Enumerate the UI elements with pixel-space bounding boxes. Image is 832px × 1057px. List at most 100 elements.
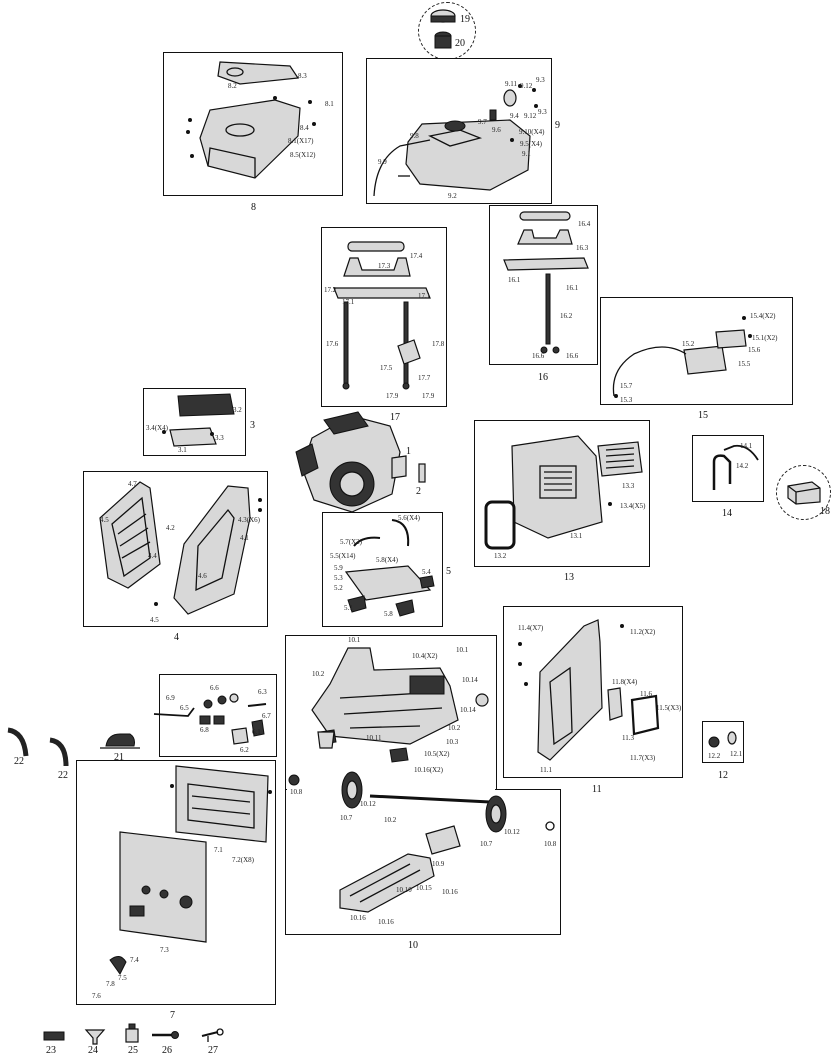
group-number-21: 21: [114, 752, 124, 763]
group-number-14: 14: [722, 508, 732, 519]
part-10-10: 10.10: [396, 886, 412, 894]
top-cover-8-drawing: [186, 61, 316, 179]
part-10-9: 10.9: [432, 860, 445, 868]
part-7-2-x8: 7.2(X8): [232, 856, 254, 864]
group-number-7: 7: [170, 1010, 175, 1021]
part-8-4: 8.4: [300, 124, 309, 132]
part-21-icon: [100, 733, 140, 749]
part-6-6: 6.6: [210, 684, 219, 692]
part-3-3: 3.3: [215, 434, 224, 442]
part-17-1a: 17.1: [342, 298, 355, 306]
chassis-10-drawing: [288, 647, 555, 913]
part-5-3: 5.3: [334, 574, 343, 582]
part-13-2: 13.2: [494, 552, 507, 560]
part-11-5-x3: 11.5(X3): [656, 704, 682, 712]
part-16-4: 16.4: [578, 220, 591, 228]
part-7-6: 7.6: [92, 992, 101, 1000]
part-9-3a: 9.3: [536, 76, 545, 84]
side-frame-4-drawing: [99, 481, 262, 615]
group-number-16: 16: [538, 372, 548, 383]
control-panel-7-drawing: [109, 765, 272, 975]
part-9-1: 9.1: [522, 150, 531, 158]
part-11-3: 11.3: [622, 734, 634, 742]
handle-16-drawing: [503, 211, 589, 354]
part-17-2: 17.2: [324, 286, 337, 294]
part-15-1-x2: 15.1(X2): [752, 334, 778, 342]
part-5-5-x14: 5.5(X14): [330, 552, 356, 560]
label-20: 20: [455, 38, 465, 49]
part-6-3: 6.3: [258, 688, 267, 696]
side-cover-11-drawing: [518, 619, 660, 761]
part-3-2: 3.2: [233, 406, 242, 414]
part-23-icon: [43, 1031, 65, 1041]
part-17-3: 17.3: [378, 262, 391, 270]
part-12-2: 12.2: [708, 752, 721, 760]
part-16-1b: 16.1: [566, 284, 579, 292]
part-4-7a: 4.7: [128, 480, 137, 488]
group-number-10: 10: [408, 940, 418, 951]
bottle-25-icon: [125, 1023, 139, 1043]
part-10-3: 10.3: [446, 738, 459, 746]
part-3-4-x4: 3.4(X4): [146, 424, 168, 432]
part-5-8b: 5.8: [384, 610, 393, 618]
hose-22a-icon: [7, 727, 29, 757]
part-8-3: 8.3: [298, 72, 307, 80]
battery-18-icon: [787, 481, 821, 505]
group-number-12: 12: [718, 770, 728, 781]
part-4-3-x6: 4.3(X6): [238, 516, 260, 524]
part-10-14b: 10.14: [460, 706, 476, 714]
group-number-1: 1: [406, 446, 411, 457]
part-9-12a: 9.12: [520, 82, 533, 90]
wrench-26-icon: [152, 1031, 179, 1039]
group-number-27: 27: [208, 1045, 218, 1056]
part-7-4: 7.4: [130, 956, 139, 964]
part-15-3: 15.3: [620, 396, 633, 404]
hose-22b-icon: [49, 737, 69, 767]
part-4-4: 4.4: [148, 552, 157, 560]
part-5-8-x4: 5.8(X4): [376, 556, 398, 564]
part-4-5a: 4.5: [100, 516, 109, 524]
group-number-17: 17: [390, 412, 400, 423]
engine-1-drawing: [295, 411, 407, 513]
part-5-4: 5.4: [422, 568, 431, 576]
base-plate-5-drawing: [344, 519, 435, 617]
part-15-7: 15.7: [620, 382, 633, 390]
part-5-7-x2: 5.7(X2): [340, 538, 362, 546]
part-9-5-x4: 9.5(X4): [520, 140, 542, 148]
part-5-6-x4: 5.6(X4): [398, 514, 420, 522]
group-number-2: 2: [416, 486, 421, 497]
part-10-16b: 10.16: [350, 914, 366, 922]
spark-part-2-drawing: [418, 463, 426, 483]
part-11-1: 11.1: [540, 766, 552, 774]
part-6-1: 6.1: [252, 728, 261, 736]
group-number-23: 23: [46, 1045, 56, 1056]
part-11-7-x3: 11.7(X3): [630, 754, 656, 762]
part-10-2a: 10.2: [312, 670, 325, 678]
fuel-cap-icon: [430, 9, 456, 49]
part-11-2-x2: 11.2(X2): [630, 628, 656, 636]
part-7-5: 7.5: [118, 974, 127, 982]
part-15-2: 15.2: [682, 340, 695, 348]
front-panel-13-drawing: [484, 435, 643, 550]
group-number-11: 11: [592, 784, 602, 795]
part-6-7: 6.7: [262, 712, 271, 720]
part-10-2c: 10.2: [384, 816, 397, 824]
group-number-24: 24: [88, 1045, 98, 1056]
group-number-3: 3: [250, 420, 255, 431]
part-16-1a: 16.1: [508, 276, 521, 284]
part-10-2b: 10.2: [448, 724, 461, 732]
part-10-1a: 10.1: [348, 636, 361, 644]
part-9-6: 9.6: [492, 126, 501, 134]
part-9-9: 9.9: [378, 158, 387, 166]
part-9-7: 9.7: [478, 118, 487, 126]
group-number-25: 25: [128, 1045, 138, 1056]
part-15-5: 15.5: [738, 360, 751, 368]
part-10-8b: 10.8: [544, 840, 557, 848]
part-9-10-x4: 9.10(X4): [519, 128, 545, 136]
part-4-6: 4.6: [198, 572, 207, 580]
part-10-8a: 10.8: [290, 788, 303, 796]
part-13-4-x5: 13.4(X5): [620, 502, 646, 510]
part-17-5: 17.5: [380, 364, 393, 372]
part-16-3: 16.3: [576, 244, 589, 252]
part-10-16a: 10.16: [442, 888, 458, 896]
